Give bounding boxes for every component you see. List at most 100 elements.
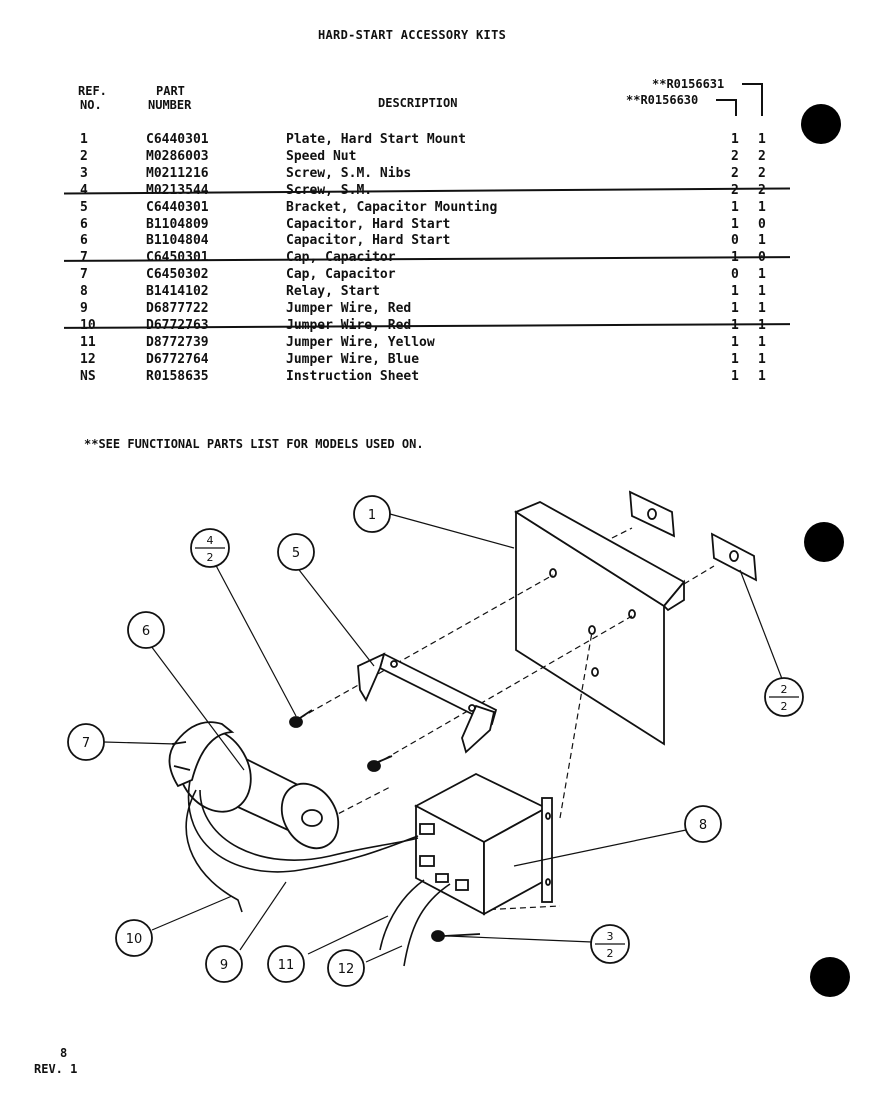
cell-ref: 2: [80, 148, 88, 164]
cell-ref: 11: [80, 334, 96, 350]
cell-q1: 2: [731, 182, 739, 198]
punch-hole: [801, 104, 841, 144]
cell-desc: Jumper Wire, Yellow: [286, 334, 435, 350]
cell-ref: 7: [80, 250, 88, 266]
cell-q2: 1: [758, 368, 766, 384]
header-ref-line1: REF.: [78, 84, 107, 98]
cell-desc: Jumper Wire, Red: [286, 301, 412, 316]
cell-q2: 1: [758, 351, 766, 367]
cell-ref: 4: [80, 182, 88, 198]
cell-part: B1104804: [146, 233, 209, 249]
cell-q1: 1: [731, 317, 739, 333]
cell-q1: 1: [731, 199, 739, 215]
screw: [289, 709, 313, 728]
header-part-line1: PART: [156, 84, 185, 98]
start-relay: [414, 772, 553, 916]
cell-q1: 2: [731, 165, 739, 181]
cell-q2: 1: [758, 132, 766, 147]
header-ref-line2: NO.: [80, 98, 102, 112]
cell-ref: 8: [80, 284, 88, 300]
cell-ref: 6: [80, 233, 88, 249]
cell-desc: Relay, Start: [286, 284, 380, 300]
cell-desc: Capacitor, Hard Start: [286, 233, 451, 249]
cell-desc: Plate, Hard Start Mount: [286, 132, 467, 147]
cell-desc: Speed Nut: [286, 148, 357, 164]
cell-q2: 1: [758, 334, 766, 350]
functional-parts-note: **SEE FUNCTIONAL PARTS LIST FOR MODELS U…: [84, 437, 424, 451]
speed-nut: [628, 490, 676, 538]
leader-lines: [103, 513, 785, 963]
callout-4-numerator: 4: [207, 534, 214, 547]
table-row: 2 M0286003 Speed Nut 2 2: [0, 148, 880, 165]
callout-3-denominator: 2: [607, 947, 614, 960]
cell-q2: 0: [758, 216, 766, 232]
punch-hole: [810, 957, 850, 997]
cell-q1: 2: [731, 148, 739, 164]
header-kit-a: **R0156630: [626, 93, 699, 107]
cell-desc: Cap, Capacitor: [286, 267, 396, 283]
cell-part: C6440301: [146, 199, 209, 215]
cell-part: C6450301: [146, 250, 209, 266]
cell-part: M0286003: [146, 148, 209, 164]
cell-q1: 1: [731, 301, 739, 316]
cell-desc: Screw, S.M. Nibs: [286, 165, 412, 181]
screw: [367, 755, 393, 772]
cell-q2: 2: [758, 182, 766, 198]
cell-ref: 1: [80, 132, 88, 147]
cell-q1: 1: [731, 368, 739, 384]
cell-part: B1414102: [146, 284, 209, 300]
cell-q1: 1: [731, 351, 739, 367]
revision-label: REV. 1: [34, 1062, 78, 1076]
speed-nut: [710, 532, 758, 582]
cell-ref: 10: [80, 317, 96, 333]
callout-3-numerator: 3: [607, 930, 614, 943]
page-number: 8: [60, 1046, 68, 1060]
punch-hole: [804, 522, 844, 562]
cell-part: D8772739: [146, 334, 209, 350]
cell-ref: NS: [80, 368, 96, 384]
cell-part: D6877722: [146, 301, 209, 316]
cell-desc: Capacitor, Hard Start: [286, 216, 451, 232]
cell-part: M0211216: [146, 165, 209, 181]
cell-q2: 1: [758, 199, 766, 215]
cell-desc: Bracket, Capacitor Mounting: [286, 199, 498, 215]
callout-4-denominator: 2: [207, 551, 214, 564]
cell-q2: 1: [758, 301, 766, 316]
header-description: DESCRIPTION: [378, 96, 458, 110]
cell-part: C6440301: [146, 132, 209, 147]
cell-q2: 1: [758, 233, 766, 249]
callout-2-numerator: 2: [781, 683, 788, 696]
callout-2-denominator: 2: [781, 700, 788, 713]
cell-q1: 0: [731, 267, 739, 283]
cell-q2: 2: [758, 165, 766, 181]
cell-part: C6450302: [146, 267, 209, 283]
cell-ref: 3: [80, 165, 88, 181]
capacitor-bracket: [357, 652, 498, 754]
cell-q2: 1: [758, 267, 766, 283]
table-row: 3 M0211216 Screw, S.M. Nibs 2 2: [0, 165, 880, 182]
callout-1: 1: [368, 508, 376, 523]
cell-q2: 2: [758, 148, 766, 164]
callout-7: 7: [82, 736, 90, 751]
cell-q2: 1: [758, 317, 766, 333]
callout-12: 12: [338, 962, 355, 977]
header-part-line2: NUMBER: [148, 98, 192, 112]
cell-ref: 9: [80, 301, 88, 316]
table-row: 9 D6877722 Jumper Wire, Red 1 1: [0, 300, 880, 317]
cell-q1: 1: [731, 334, 739, 350]
callout-9: 9: [220, 958, 228, 973]
cell-q1: 1: [731, 284, 739, 300]
cell-part: D6772764: [146, 351, 209, 367]
callout-5: 5: [292, 546, 300, 561]
callout-8: 8: [699, 818, 707, 833]
cell-part: B1104809: [146, 216, 209, 232]
callout-11: 11: [278, 958, 295, 973]
cell-q1: 0: [731, 233, 739, 249]
